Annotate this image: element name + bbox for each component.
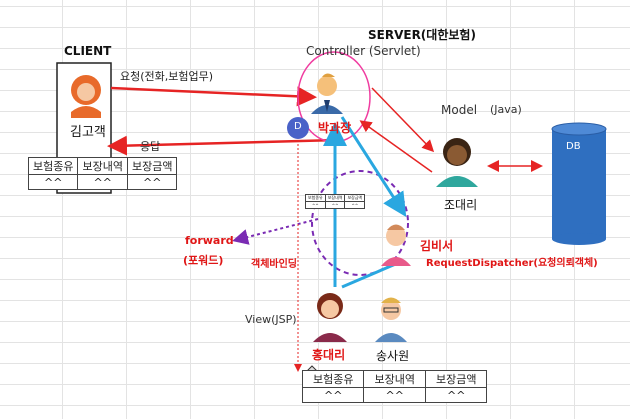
controller-label: Controller (Servlet) [306, 44, 421, 58]
model-label: Model [441, 103, 478, 117]
controller-person-name: 박과장 [318, 121, 352, 135]
table-cell: ^^ [324, 201, 346, 209]
server-title: SERVER(대한보험) [368, 28, 476, 42]
table-cell: ^^ [77, 174, 128, 190]
view-label: View(JSP) [245, 313, 297, 326]
table-row: ^^ ^^ ^^ [305, 201, 366, 209]
secretary-person-icon [381, 224, 411, 266]
binding-label: 객체바인딩 [251, 259, 297, 270]
db-cylinder-icon [551, 122, 607, 245]
secretary-person-name: 김비서 [420, 239, 454, 253]
table-header-row: 보험종유 보장내역 보장금액 [27, 157, 178, 175]
table-header-cell: 보장내역 [363, 370, 426, 388]
table-cell: ^^ [363, 387, 426, 403]
secretary-to-view-arrow [341, 261, 399, 289]
request-label: 요청(전화,보험업무) [120, 70, 214, 83]
table-header-cell: 보장금액 [126, 157, 178, 175]
binding-dashed-circle [311, 170, 409, 276]
table-header-row: 보험종유 보장내역 보장금액 [305, 194, 366, 202]
table-header-cell: 보장내역 [324, 194, 346, 202]
table-header-cell: 보험종유 [301, 370, 365, 388]
table-cell: ^^ [301, 387, 365, 403]
controller-person-icon [311, 73, 343, 114]
client-person-icon [71, 75, 101, 118]
model-person-icon [436, 138, 478, 187]
table-cell: ^^ [305, 201, 326, 209]
d-badge-letter: D [294, 121, 302, 132]
client-result-table: 보험종유 보장내역 보장금액 ^^ ^^ ^^ [27, 157, 178, 190]
model-java-label: (Java) [490, 103, 522, 116]
table-row: ^^ ^^ ^^ [27, 174, 178, 190]
forward-arrow [232, 218, 319, 245]
response-arrow [107, 135, 339, 156]
request-arrow [110, 86, 317, 107]
view-person-song-icon [375, 297, 407, 342]
table-cell: ^^ [344, 201, 366, 209]
client-title: CLIENT [64, 44, 112, 58]
table-header-row: 보험종유 보장내역 보장금액 [301, 370, 488, 388]
d-badge-icon [287, 117, 309, 139]
view-result-table: 보험종유 보장내역 보장금액 ^^ ^^ ^^ [301, 370, 488, 403]
client-name: 김고객 [70, 125, 106, 140]
view-person-song-name: 송사원 [376, 349, 410, 363]
table-row: ^^ ^^ ^^ [301, 387, 488, 403]
model-person-name: 조대리 [444, 198, 478, 212]
table-header-cell: 보장내역 [77, 157, 128, 175]
dispatcher-label: RequestDispatcher(요청의뢰객체) [426, 258, 598, 269]
controller-to-model-arrow [371, 87, 435, 153]
response-label: 응답 [140, 140, 161, 153]
forward-korean-label: (포워드) [183, 254, 224, 267]
table-header-cell: 보장금액 [344, 194, 366, 202]
mini-bound-table: 보험종유 보장내역 보장금액 ^^ ^^ ^^ [305, 194, 366, 209]
db-label: DB [566, 141, 581, 152]
view-person-hong-icon [313, 293, 347, 342]
table-cell: ^^ [424, 387, 488, 403]
view-person-hong-name: 홍대리 [312, 348, 346, 362]
model-to-controller-arrow [359, 120, 433, 173]
table-cell: ^^ [126, 174, 178, 190]
controller-to-secretary-arrow [340, 116, 407, 218]
forward-label: forward [185, 234, 234, 247]
table-header-cell: 보장금액 [424, 370, 488, 388]
table-header-cell: 보험종유 [27, 157, 79, 175]
table-header-cell: 보험종유 [305, 194, 326, 202]
table-cell: ^^ [27, 174, 79, 190]
